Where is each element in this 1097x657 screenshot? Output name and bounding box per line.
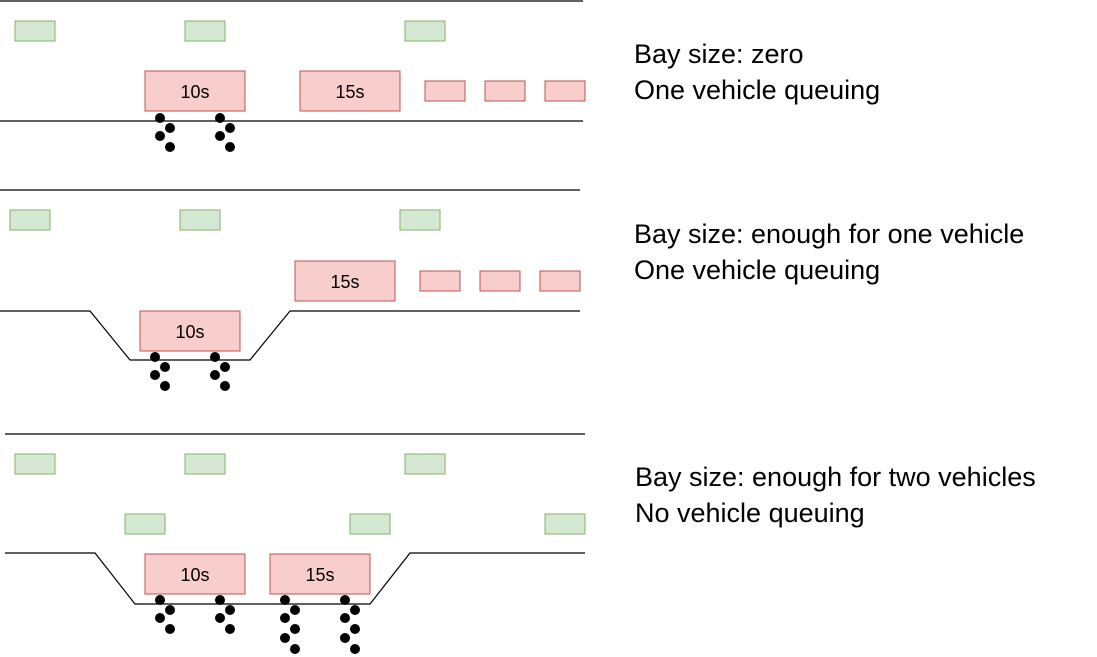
passenger-dot [340, 613, 350, 623]
passenger-dot [350, 624, 360, 634]
through-vehicle [184, 453, 226, 475]
passenger-dot [350, 644, 360, 654]
passenger-group [155, 595, 175, 634]
passenger-dot [350, 605, 360, 615]
passenger-dot [160, 381, 170, 391]
passenger-dot [215, 113, 225, 123]
through-vehicle [124, 513, 166, 535]
caption-title: Bay size: enough for two vehicles [635, 462, 1036, 492]
passenger-dot [340, 633, 350, 643]
through-vehicle [14, 20, 56, 42]
passenger-dot [220, 362, 230, 372]
caption-subtitle: One vehicle queuing [634, 255, 881, 285]
caption-subtitle: No vehicle queuing [635, 498, 865, 528]
passenger-dot [160, 362, 170, 372]
stopped-bus [269, 553, 371, 595]
scenario-1: 10s 15s [0, 0, 586, 152]
bay-curb-line [5, 552, 585, 605]
passenger-dot [165, 142, 175, 152]
queued-vehicle [539, 270, 581, 292]
stopped-bus-dwell-label: 15s [305, 565, 334, 585]
passenger-dot [225, 624, 235, 634]
passenger-dot [215, 613, 225, 623]
passenger-dot [150, 352, 160, 362]
passenger-dot [155, 595, 165, 605]
queued-vehicle [424, 80, 466, 102]
passenger-dot [290, 624, 300, 634]
passenger-dot [150, 370, 160, 380]
through-vehicle [404, 453, 446, 475]
scenario-2-caption: Bay size: enough for one vehicle One veh… [634, 216, 1024, 288]
through-vehicle [14, 453, 56, 475]
through-vehicle [544, 513, 586, 535]
passenger-dot [225, 605, 235, 615]
passenger-dot [165, 624, 175, 634]
stopped-bus [144, 553, 246, 595]
through-vehicle [179, 209, 221, 231]
queued-vehicle [419, 270, 461, 292]
passenger-dot [155, 113, 165, 123]
passenger-group [280, 595, 300, 654]
passenger-group [155, 113, 175, 152]
passenger-dot [290, 605, 300, 615]
passenger-dot [165, 123, 175, 133]
scenario-1-caption: Bay size: zero One vehicle queuing [634, 36, 880, 108]
passenger-group [215, 595, 235, 634]
passenger-dot [165, 605, 175, 615]
bay-curb-line [0, 310, 580, 361]
passenger-dot [280, 633, 290, 643]
passenger-dot [155, 131, 165, 141]
stopped-bus [139, 310, 241, 352]
passenger-dot [215, 595, 225, 605]
through-vehicle [184, 20, 226, 42]
queued-bus-dwell-label: 15s [335, 82, 364, 102]
passenger-dot [210, 370, 220, 380]
queued-bus-dwell-label: 15s [330, 272, 359, 292]
queued-bus [294, 260, 396, 302]
caption-subtitle: One vehicle queuing [634, 75, 881, 105]
passenger-group [210, 352, 230, 391]
queued-bus [299, 70, 401, 112]
stopped-bus [144, 70, 246, 112]
caption-title: Bay size: zero [634, 39, 804, 69]
passenger-dot [225, 123, 235, 133]
through-vehicle [349, 513, 391, 535]
passenger-dot [215, 131, 225, 141]
passenger-dot [280, 595, 290, 605]
queued-vehicle [479, 270, 521, 292]
passenger-dot [290, 644, 300, 654]
passenger-group [215, 113, 235, 152]
scenario-3-caption: Bay size: enough for two vehicles No veh… [635, 459, 1036, 531]
scenario-2: 15s 10s [0, 189, 581, 391]
queued-vehicle [484, 80, 526, 102]
passenger-dot [225, 142, 235, 152]
stopped-bus-dwell-label: 10s [175, 322, 204, 342]
passenger-group [150, 352, 170, 391]
passenger-group [340, 595, 360, 654]
caption-title: Bay size: enough for one vehicle [634, 219, 1025, 249]
through-vehicle [9, 209, 51, 231]
passenger-dot [210, 352, 220, 362]
stopped-bus-dwell-label: 10s [180, 565, 209, 585]
through-vehicle [404, 20, 446, 42]
through-vehicle [399, 209, 441, 231]
scenario-3: 10s 15s [5, 433, 586, 654]
passenger-dot [155, 613, 165, 623]
passenger-dot [220, 381, 230, 391]
stopped-bus-dwell-label: 10s [180, 82, 209, 102]
queued-vehicle [544, 80, 586, 102]
passenger-dot [340, 595, 350, 605]
passenger-dot [280, 613, 290, 623]
